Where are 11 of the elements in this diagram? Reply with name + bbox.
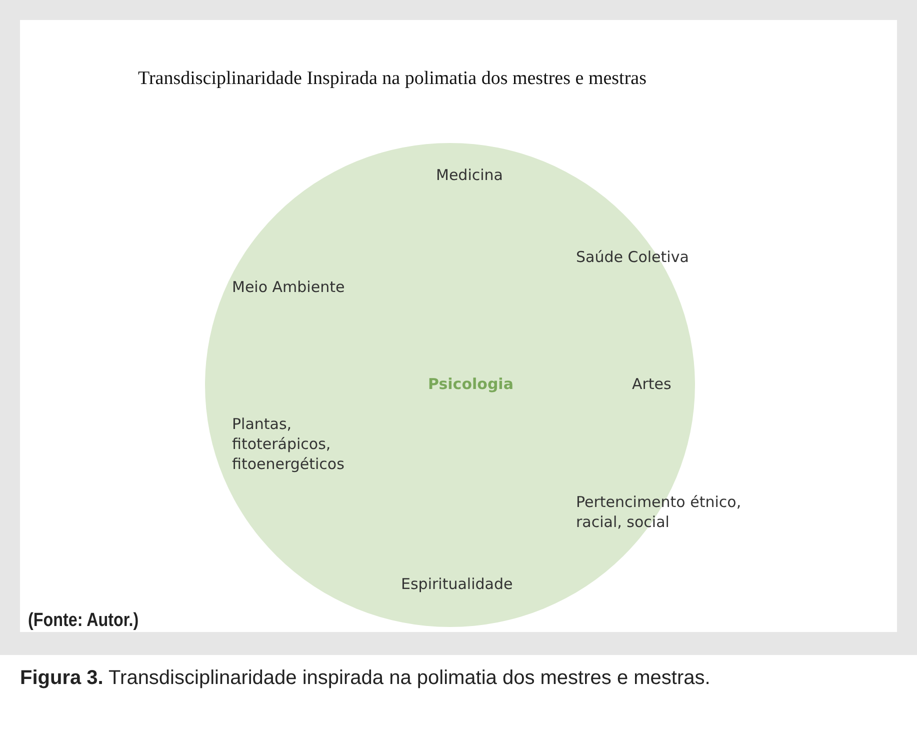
topic-label: Saúde Coletiva: [576, 247, 689, 267]
source-note: (Fonte: Autor.): [28, 610, 139, 632]
topic-label: Plantas, fitoterápicos, fitoenergéticos: [232, 414, 346, 474]
topic-label: Psicologia: [428, 374, 514, 394]
topic-label: Pertencimento étnico, racial, social: [576, 492, 742, 532]
topic-label: Espiritualidade: [401, 574, 513, 594]
topic-label: Medicina: [436, 165, 503, 185]
figure-caption: Figura 3. Transdisciplinaridade inspirada na polimatia dos mestres e mestras.: [20, 666, 712, 691]
topic-label: Artes: [632, 374, 672, 394]
topic-label: Meio Ambiente: [232, 277, 345, 297]
diagram-title: Transdisciplinaridade Inspirada na polimatia dos mestres e mestras: [138, 68, 646, 90]
